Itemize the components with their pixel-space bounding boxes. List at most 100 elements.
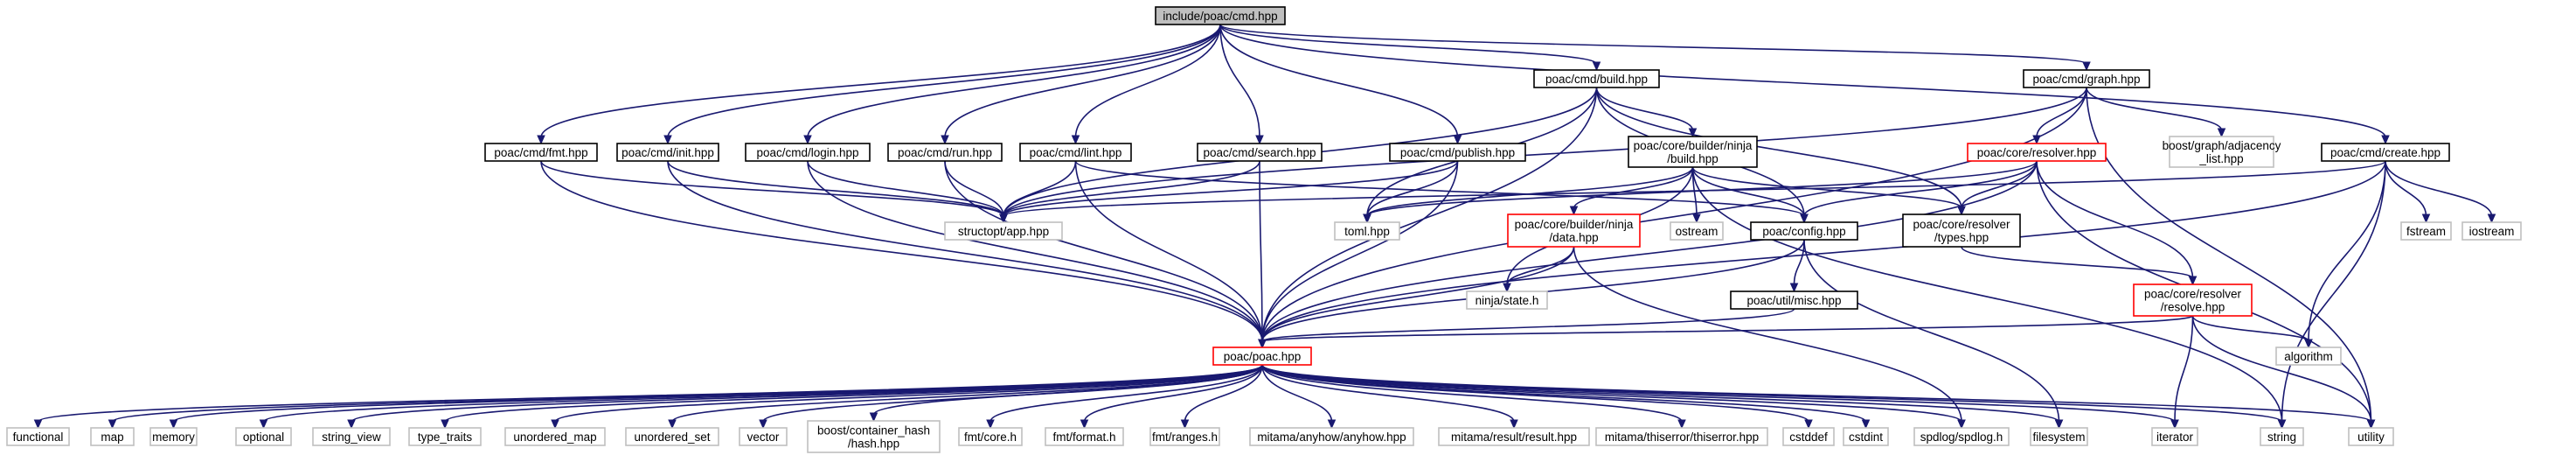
node-search[interactable]: poac/cmd/search.hpp (1197, 143, 1323, 162)
node-label: /types.hpp (1934, 231, 1989, 244)
node-string: string (2260, 427, 2304, 446)
node-lint[interactable]: poac/cmd/lint.hpp (1019, 143, 1132, 162)
arrowhead-root-to-build (1592, 61, 1601, 72)
edge-poac-to-fmtcore (989, 364, 1263, 423)
edge-graph-to-poac (1261, 87, 2087, 342)
node-config[interactable]: poac/config.hpp (1750, 221, 1858, 241)
edge-create-to-fstream (2385, 160, 2427, 217)
node-label: structopt/app.hpp (958, 225, 1049, 238)
arrowhead-resolver-to-toml (1363, 214, 1371, 224)
node-label: poac/core/resolver (1913, 218, 2010, 231)
node-poac[interactable]: poac/poac.hpp (1212, 346, 1312, 366)
node-fmt[interactable]: poac/cmd/fmt.hpp (484, 143, 598, 162)
node-label: poac/poac.hpp (1224, 350, 1302, 363)
node-vector: vector (739, 427, 788, 446)
node-build[interactable]: poac/cmd/build.hpp (1533, 69, 1660, 88)
edge-misc-to-poac (1261, 308, 1795, 342)
node-init[interactable]: poac/cmd/init.hpp (616, 143, 719, 162)
node-label: map (101, 430, 123, 444)
node-cstdint: cstdint (1843, 427, 1889, 446)
arrowhead-config-to-misc (1789, 283, 1799, 293)
edge-ninjadata-to-spdlog (1573, 246, 1962, 423)
edge-lint-to-app (1003, 160, 1077, 217)
node-login[interactable]: poac/cmd/login.hpp (745, 143, 871, 162)
edge-login-to-app (807, 160, 1004, 217)
arrowhead-poac-to-unordered_map (551, 419, 559, 430)
edge-root-to-run (944, 24, 1221, 138)
node-label: poac/util/misc.hpp (1746, 294, 1841, 307)
arrowhead-poac-to-anyhow (1327, 419, 1337, 430)
node-label: fmt/format.h (1052, 430, 1115, 444)
node-publish[interactable]: poac/cmd/publish.hpp (1389, 143, 1526, 162)
arrowhead-poac-to-filesystem (2054, 419, 2064, 430)
arrowhead-poac-to-map (108, 419, 117, 430)
edge-ninjabuild-to-string (1691, 166, 2283, 423)
edge-fmt-to-app (540, 160, 1004, 217)
node-graph[interactable]: poac/cmd/graph.hpp (2023, 69, 2150, 88)
edge-build-to-ninjabuild (1595, 87, 1694, 131)
node-label: poac/cmd/create.hpp (2330, 146, 2441, 159)
edge-poac-to-cstdint (1261, 364, 1867, 423)
edge-create-to-poac (1261, 160, 2386, 342)
node-unordered-set: unordered_set (625, 427, 719, 446)
arrowhead-poac-to-iterator (2170, 419, 2179, 430)
node-misc[interactable]: poac/util/misc.hpp (1730, 290, 1858, 310)
node-label: poac/cmd/login.hpp (756, 146, 858, 159)
edge-poac-to-unordered_map (554, 364, 1263, 423)
arrowhead-root-to-run (941, 135, 949, 145)
node-iostream: iostream (2461, 221, 2522, 241)
arrowhead-resolve-to-algorithm (2304, 339, 2313, 349)
node-label: type_traits (418, 430, 473, 444)
node-create[interactable]: poac/cmd/create.hpp (2321, 143, 2450, 162)
node-label: poac/core/resolver.hpp (1977, 146, 2097, 159)
node-fmtformat: fmt/format.h (1045, 427, 1124, 446)
arrowhead-root-to-lint (1071, 135, 1080, 145)
node-label: /resolve.hpp (2161, 301, 2225, 314)
arrowhead-poac-to-result (1510, 419, 1518, 430)
node-label: filesystem (2032, 430, 2085, 444)
edge-ninjabuild-to-config (1691, 166, 1805, 217)
edge-init-to-poac (667, 160, 1263, 342)
arrowhead-resolve-to-poac (1258, 339, 1267, 349)
node-resolver[interactable]: poac/core/resolver.hpp (1967, 143, 2107, 162)
node-app: structopt/app.hpp (944, 221, 1063, 241)
node-types[interactable]: poac/core/resolver/types.hpp (1902, 214, 2021, 248)
node-label: poac/core/resolver (2144, 288, 2242, 301)
edge-resolver-to-resolve (2036, 160, 2194, 279)
edge-poac-to-utility (1261, 364, 2372, 423)
node-ninjabuild[interactable]: poac/core/builder/ninja/build.hpp (1628, 136, 1758, 168)
arrowhead-poac-to-unordered_set (668, 419, 677, 430)
edge-graph-to-adjacency (2086, 87, 2223, 131)
edge-poac-to-filesystem (1261, 364, 2060, 423)
arrowhead-poac-to-utility (2366, 419, 2376, 430)
edge-resolve-to-poac (1261, 315, 2194, 342)
node-label: fmt/ranges.h (1152, 430, 1218, 444)
node-fmtranges: fmt/ranges.h (1149, 427, 1220, 446)
edge-search-to-app (1003, 160, 1260, 217)
arrowhead-poac-to-spdlog (1957, 419, 1966, 430)
node-map: map (90, 427, 135, 446)
edge-publish-to-toml (1366, 160, 1459, 217)
node-resolve[interactable]: poac/core/resolver/resolve.hpp (2133, 284, 2253, 317)
arrowhead-root-to-create (2381, 135, 2390, 145)
arrowhead-create-to-fstream (2421, 214, 2431, 224)
arrowhead-create-to-app (999, 214, 1008, 224)
node-label: ninja/state.h (1475, 294, 1539, 307)
node-ninjadata[interactable]: poac/core/builder/ninja/data.hpp (1507, 214, 1641, 248)
node-root[interactable]: include/poac/cmd.hpp (1155, 6, 1286, 25)
node-label: algorithm (2284, 350, 2333, 363)
arrowhead-poac-to-functional (33, 419, 43, 430)
edge-root-to-lint (1074, 24, 1221, 138)
edge-create-to-string (2281, 160, 2386, 423)
node-label: memory (152, 430, 195, 444)
header-nodes: include/poac/cmd.hpp poac/cmd/build.hpp po… (6, 6, 2522, 453)
arrowhead-resolver-to-types (1957, 206, 1966, 216)
node-run[interactable]: poac/cmd/run.hpp (887, 143, 1003, 162)
edge-poac-to-fmtformat (1083, 364, 1263, 423)
edge-graph-to-app (1003, 87, 2087, 217)
node-label: poac/core/builder/ninja (1634, 139, 1753, 152)
arrowhead-build-to-ninjabuild (1688, 128, 1698, 138)
node-label: poac/cmd/publish.hpp (1400, 146, 1515, 159)
edge-ninjabuild-to-ninjadata (1573, 166, 1694, 209)
